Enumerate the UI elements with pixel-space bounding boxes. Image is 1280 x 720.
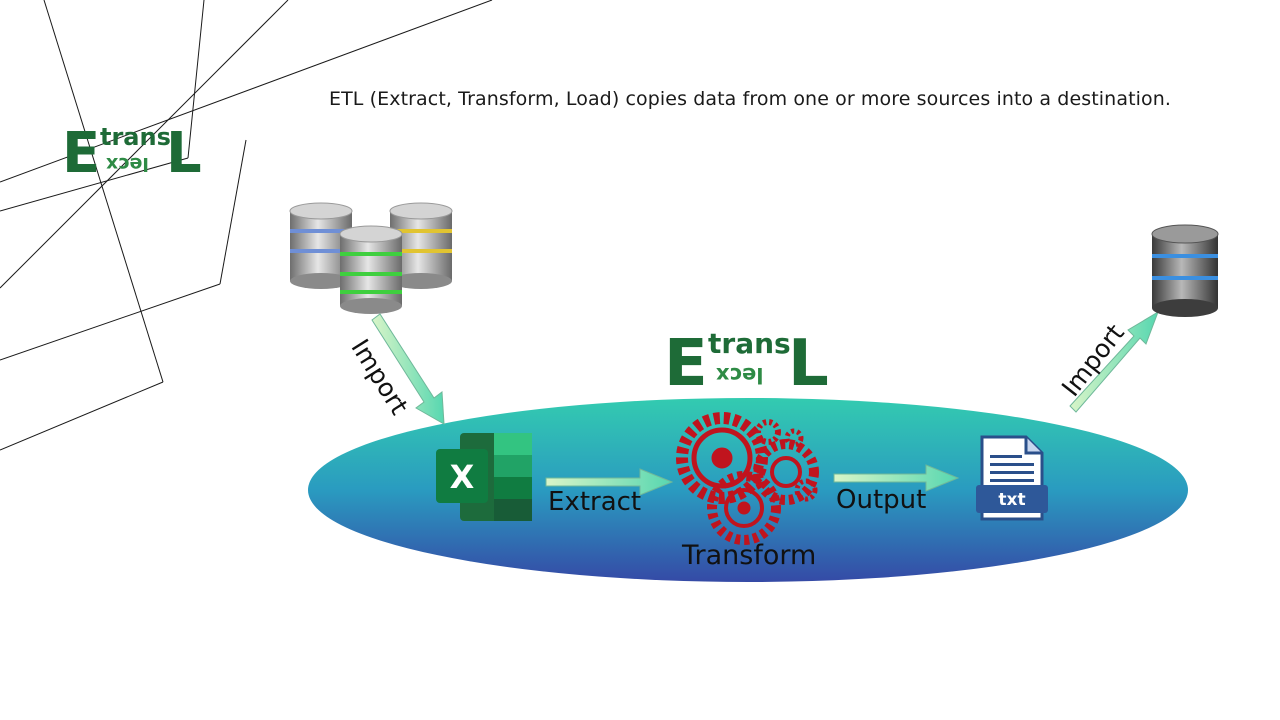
excel-icon: X [436,433,532,521]
logo-letter-l: L [788,327,829,401]
output-arrow [833,464,960,492]
etranslecxl-logo-center: E trans lecx L [664,330,844,398]
database-icon [1151,224,1219,317]
import-in-arrow [371,313,445,425]
logo-word-trans: trans [708,327,791,360]
extract-arrow [545,468,674,496]
output-label: Output [836,485,927,515]
excel-letter: X [450,458,475,496]
import-out-arrow [1069,310,1159,413]
transform-label: Transform [682,540,817,571]
txt-file-label: txt [998,490,1025,510]
logo-letter-e: E [62,121,101,186]
gears-icon [676,412,819,545]
extract-label: Extract [548,487,642,517]
database-stack-icon [289,202,453,314]
txt-file-icon: txt [976,435,1048,521]
logo-letter-e: E [664,327,708,401]
etranslecxl-logo: E trans lecx L [62,122,212,184]
caption-text: ETL (Extract, Transform, Load) copies da… [329,88,1171,110]
logo-word-trans: trans [100,123,171,151]
logo-letter-l: L [166,121,202,186]
logo-word-lecx: lecx [716,363,764,387]
